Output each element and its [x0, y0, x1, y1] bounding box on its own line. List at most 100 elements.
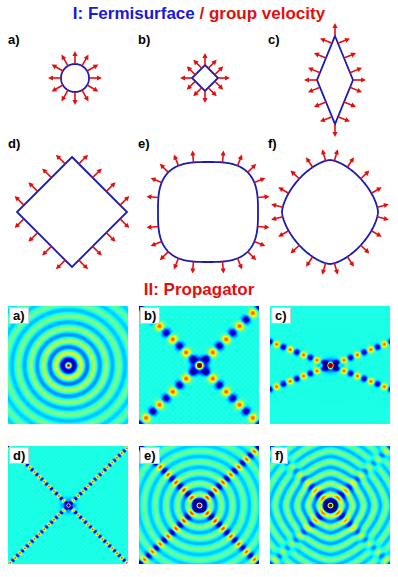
velocity-arrowhead [350, 103, 356, 108]
velocity-arrowhead [52, 87, 58, 92]
velocity-arrowhead [202, 98, 207, 103]
velocity-arrowhead [96, 168, 101, 173]
velocity-arrowhead [110, 182, 115, 187]
velocity-arrowhead [334, 149, 339, 155]
velocity-arrowhead [146, 225, 151, 230]
velocity-arrowhead [260, 177, 266, 182]
velocity-arrowhead [190, 268, 195, 273]
velocity-arrowhead [321, 149, 326, 155]
velocity-arrowhead [260, 242, 266, 247]
section-heading: I: Fermisurface / group velocity [0, 4, 398, 24]
panel-letter: f) [268, 136, 277, 151]
velocity-arrowhead [320, 117, 326, 122]
velocity-arrowhead [332, 132, 337, 137]
velocity-arrowhead [110, 236, 115, 241]
velocity-arrowhead [96, 250, 101, 255]
velocity-arrowhead [332, 23, 337, 28]
fermi-surface [17, 157, 127, 267]
fermi-surface [192, 65, 218, 91]
velocity-arrowhead [264, 225, 269, 230]
panel-letter: b) [140, 307, 160, 324]
velocity-arrowhead [72, 100, 77, 105]
velocity-arrowhead [251, 164, 256, 169]
velocity-arrowhead [251, 255, 256, 260]
panel-letter: c) [271, 307, 291, 324]
velocity-arrowhead [344, 38, 350, 43]
velocity-arrowhead [211, 91, 216, 96]
velocity-arrowhead [221, 150, 226, 155]
velocity-arrowhead [190, 150, 195, 155]
panel-letter: d) [8, 136, 20, 151]
velocity-arrowhead [160, 164, 165, 169]
heading-text: / group velocity [199, 4, 325, 23]
velocity-arrowhead [146, 194, 151, 199]
velocity-arrowhead [202, 53, 207, 58]
velocity-arrowhead [218, 84, 223, 89]
panel-letter: c) [268, 32, 280, 47]
heading-text: II: Propagator [144, 280, 255, 299]
velocity-arrowhead [28, 236, 33, 241]
velocity-arrowhead [308, 88, 314, 93]
velocity-arrowhead [193, 60, 198, 65]
fermi-surface [158, 162, 258, 262]
velocity-arrowhead [278, 187, 284, 192]
velocity-arrowhead [211, 60, 216, 65]
velocity-arrowhead [350, 53, 356, 58]
heading-text: I: Fermisurface [73, 4, 195, 23]
velocity-arrowhead [364, 248, 369, 253]
velocity-arrowhead [180, 75, 185, 80]
panel-letter: e) [140, 447, 160, 464]
velocity-arrowhead [306, 157, 311, 163]
velocity-arrowhead [28, 182, 33, 187]
velocity-arrowhead [376, 187, 382, 192]
velocity-arrowhead [308, 67, 314, 72]
velocity-arrowhead [383, 216, 388, 221]
velocity-arrowhead [15, 223, 20, 228]
velocity-arrowhead [151, 242, 157, 247]
velocity-arrowhead [93, 87, 99, 92]
velocity-arrowhead [84, 96, 89, 102]
velocity-arrowhead [48, 75, 53, 80]
velocity-arrowhead [349, 261, 354, 267]
velocity-arrowhead [62, 96, 67, 102]
fermi-surface [317, 36, 353, 124]
velocity-arrowhead [15, 196, 20, 201]
fermi-surface [282, 160, 378, 264]
velocity-arrowhead [349, 157, 354, 163]
velocity-arrowhead [56, 155, 61, 160]
velocity-arrowhead [238, 264, 243, 270]
velocity-arrowhead [221, 268, 226, 273]
panel-letter: f) [271, 447, 288, 464]
velocity-arrowhead [278, 232, 284, 237]
velocity-arrowhead [124, 223, 129, 228]
velocity-arrowhead [83, 264, 88, 269]
fermi-surface-figures [0, 0, 398, 290]
velocity-arrowhead [271, 203, 276, 208]
panel-letter: e) [138, 136, 150, 151]
velocity-arrowhead [304, 77, 309, 82]
velocity-arrowhead [160, 255, 165, 260]
panel-letter: a) [9, 307, 29, 324]
velocity-arrowhead [42, 168, 47, 173]
velocity-arrowhead [238, 155, 243, 161]
velocity-arrowhead [93, 65, 99, 70]
velocity-arrowhead [124, 196, 129, 201]
section-heading: II: Propagator [0, 280, 398, 300]
velocity-arrowhead [314, 103, 320, 108]
velocity-arrowhead [218, 66, 223, 71]
velocity-arrowhead [290, 248, 295, 253]
propagator-image [270, 446, 390, 564]
velocity-arrowhead [97, 75, 102, 80]
velocity-arrowhead [56, 264, 61, 269]
velocity-arrowhead [173, 264, 178, 270]
velocity-arrowhead [264, 194, 269, 199]
velocity-arrowhead [173, 155, 178, 161]
velocity-arrowhead [42, 250, 47, 255]
velocity-arrowhead [376, 232, 382, 237]
velocity-arrowhead [187, 66, 192, 71]
velocity-arrowhead [314, 53, 320, 58]
velocity-arrowhead [344, 117, 350, 122]
velocity-arrowhead [225, 75, 230, 80]
velocity-arrowhead [290, 171, 295, 176]
velocity-arrowhead [62, 55, 67, 61]
